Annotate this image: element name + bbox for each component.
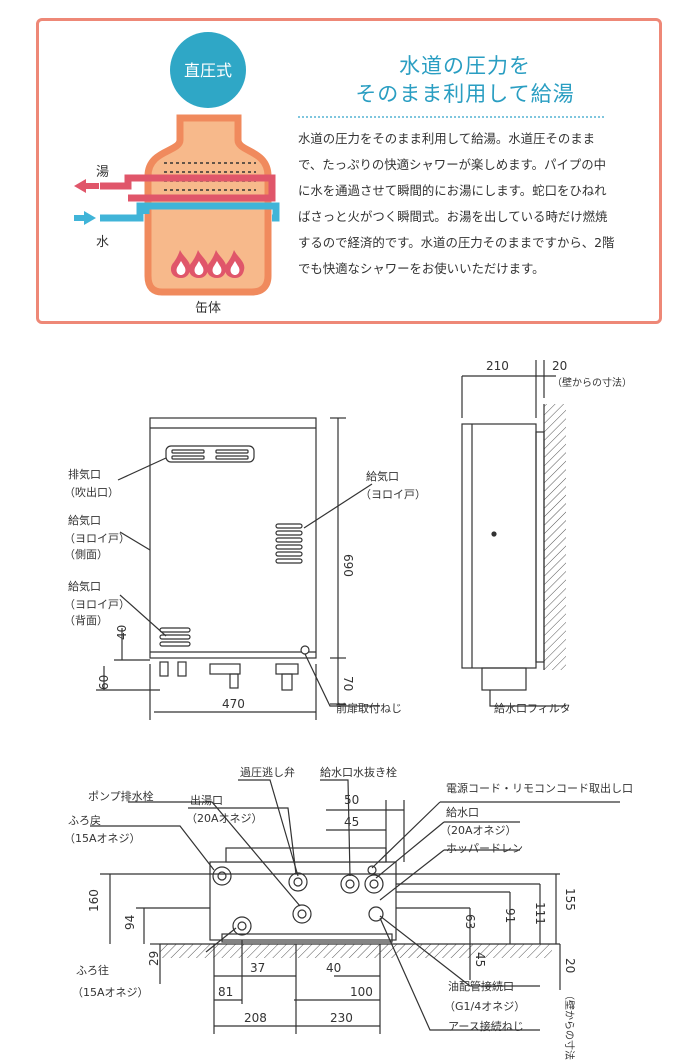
hot-outlet-fitting	[288, 872, 308, 892]
svg-text:40: 40	[115, 625, 129, 640]
svg-text:（15Aオネジ）: （15Aオネジ）	[72, 986, 149, 999]
svg-text:給気口: 給気口	[68, 513, 101, 527]
headline-line1: 水道の圧力を	[399, 54, 531, 78]
svg-text:油配管接続口: 油配管接続口	[448, 979, 514, 993]
louver-back	[159, 627, 191, 647]
bath-feed-fitting	[232, 916, 252, 936]
side-cabinet	[461, 423, 537, 669]
svg-text:29: 29	[147, 951, 161, 966]
svg-text:（15Aオネジ）: （15Aオネジ）	[64, 832, 141, 845]
svg-text:94: 94	[123, 915, 137, 930]
svg-text:230: 230	[330, 1011, 353, 1025]
body-label: 缶体	[195, 301, 221, 316]
svg-text:（ヨロイ戸）: （ヨロイ戸）	[360, 488, 426, 501]
side-view	[461, 360, 566, 707]
svg-text:100: 100	[350, 985, 373, 999]
svg-text:（20Aオネジ）: （20Aオネジ）	[186, 812, 263, 825]
water-inlet-fitting	[364, 874, 384, 894]
svg-text:（壁からの寸法）: （壁からの寸法）	[552, 376, 632, 389]
water-label: 水	[96, 235, 109, 250]
front-view-text: 排気口 （吹出口） 給気口 （ヨロイ戸） （側面） 給気口 （ヨロイ戸） （背面…	[64, 467, 426, 715]
svg-text:（背面）: （背面）	[64, 613, 108, 627]
dotted-divider	[298, 116, 604, 118]
svg-text:アース接続ねじ: アース接続ねじ	[448, 1019, 524, 1033]
wall-hatch	[544, 404, 566, 670]
svg-text:給水口水抜き栓: 給水口水抜き栓	[320, 765, 397, 779]
svg-text:過圧逃し弁: 過圧逃し弁	[240, 765, 295, 779]
svg-text:（ヨロイ戸）: （ヨロイ戸）	[64, 598, 130, 611]
floor-hatch	[160, 944, 552, 958]
svg-text:（吹出口）: （吹出口）	[64, 485, 119, 499]
svg-text:20: 20	[563, 958, 577, 973]
bottom-view	[90, 779, 620, 1034]
svg-text:91: 91	[503, 908, 517, 923]
cold-pipe	[100, 202, 280, 222]
svg-text:出湯口: 出湯口	[190, 793, 223, 807]
svg-text:160: 160	[87, 889, 101, 912]
svg-text:電源コード・リモコンコード取出し口: 電源コード・リモコンコード取出し口	[446, 781, 633, 795]
svg-text:208: 208	[244, 1011, 267, 1025]
svg-text:給気口: 給気口	[68, 579, 101, 593]
svg-text:給水口フィルタ: 給水口フィルタ	[494, 701, 571, 715]
intro-headline: 水道の圧力を そのまま利用して給湯	[300, 52, 630, 108]
svg-text:470: 470	[222, 697, 245, 711]
cold-arrow-icon	[84, 211, 96, 225]
svg-text:690: 690	[341, 554, 355, 577]
svg-text:（ヨロイ戸）: （ヨロイ戸）	[64, 532, 130, 545]
svg-text:ホッパードレン: ホッパードレン	[446, 842, 523, 855]
heater-illustration: 直圧式 湯 水	[74, 32, 280, 316]
hot-label: 湯	[96, 165, 109, 180]
svg-text:（側面）: （側面）	[64, 548, 108, 561]
svg-text:50: 50	[344, 793, 359, 807]
svg-text:排気口: 排気口	[68, 467, 101, 481]
hot-pipe	[100, 174, 276, 202]
svg-text:37: 37	[250, 961, 265, 975]
svg-text:60: 60	[97, 675, 111, 690]
svg-text:ポンプ排水栓: ポンプ排水栓	[88, 789, 154, 803]
svg-text:81: 81	[218, 985, 233, 999]
bath-return-fitting	[212, 866, 232, 886]
svg-text:給気口: 給気口	[366, 469, 399, 483]
svg-text:210: 210	[486, 359, 509, 373]
exhaust-grille	[165, 445, 255, 463]
svg-text:給水口: 給水口	[446, 805, 479, 819]
intro-card	[36, 18, 662, 324]
svg-text:（壁からの寸法）: （壁からの寸法）	[563, 990, 576, 1060]
svg-text:45: 45	[344, 815, 359, 829]
svg-text:45: 45	[473, 952, 487, 967]
headline-line2: そのまま利用して給湯	[355, 82, 575, 106]
badge-circle	[170, 32, 246, 108]
svg-text:ふろ往: ふろ往	[76, 963, 109, 977]
front-fittings	[159, 661, 299, 691]
intro-description: 水道の圧力をそのまま利用して給湯。水道圧そのままで、たっぷりの快適シャワーが楽し…	[298, 131, 615, 276]
front-screw	[300, 645, 310, 655]
svg-text:（G1/4オネジ）: （G1/4オネジ）	[444, 1000, 525, 1013]
badge-text: 直圧式	[184, 61, 232, 80]
front-view	[96, 417, 380, 720]
bottom-view-text: 過圧逃し弁 給水口水抜き栓 電源コード・リモコンコード取出し口 ポンプ排水栓 出…	[64, 765, 633, 1060]
oil-pipe-fitting	[368, 906, 384, 922]
svg-text:155: 155	[563, 888, 577, 911]
svg-text:ふろ戻: ふろ戻	[68, 814, 101, 827]
side-view-text: 210 20 （壁からの寸法） 給水口フィルタ	[486, 359, 632, 715]
relief-valve-fitting	[292, 904, 312, 924]
svg-text:70: 70	[341, 676, 355, 691]
svg-text:20: 20	[552, 359, 567, 373]
svg-text:111: 111	[533, 902, 547, 925]
svg-text:63: 63	[463, 914, 477, 929]
svg-text:40: 40	[326, 961, 341, 975]
svg-text:前扉取付ねじ: 前扉取付ねじ	[336, 701, 402, 715]
louver-right	[275, 523, 303, 564]
svg-text:（20Aオネジ）: （20Aオネジ）	[440, 824, 517, 837]
hot-arrow-icon	[74, 179, 86, 193]
